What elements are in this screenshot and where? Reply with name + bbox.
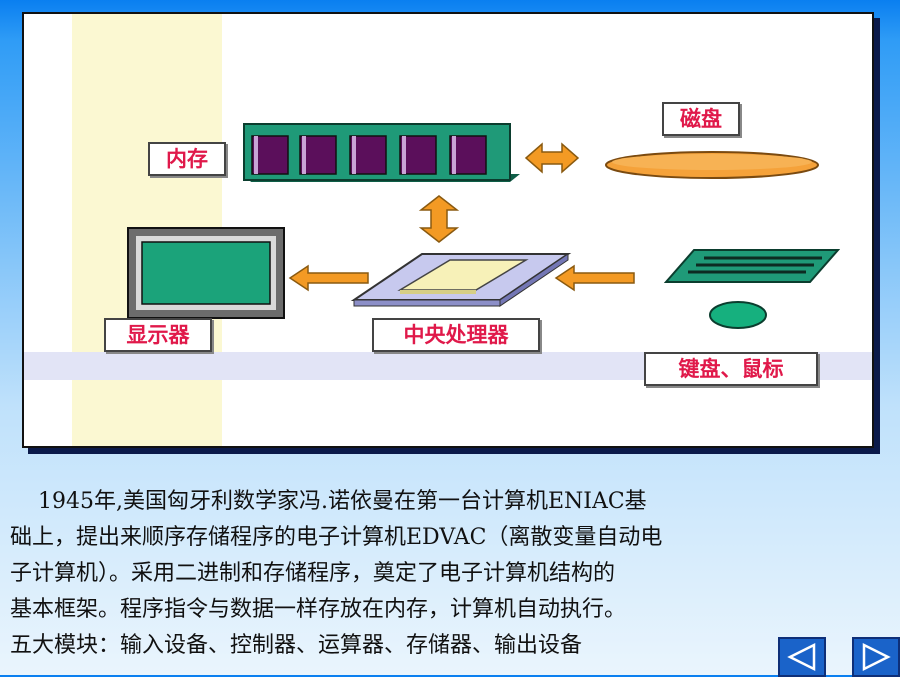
caption-text: 1945年,美国匈牙利数学家冯.诺依曼在第一台计算机ENIAC基础上，提出来顺序…	[10, 484, 870, 664]
caption-line: 五大模块：输入设备、控制器、运算器、存储器、输出设备	[10, 633, 583, 658]
caption-line: 基本框架。程序指令与数据一样存放在内存，计算机自动执行。	[10, 597, 627, 622]
memory-module-icon	[243, 123, 520, 182]
disk-label: 磁盘	[662, 102, 740, 136]
previous-slide-button[interactable]	[778, 637, 826, 677]
caption-line: 础上，提出来顺序存储程序的电子计算机EDVAC（离散变量自动电	[10, 525, 663, 550]
arrow-left-icon	[288, 264, 369, 292]
cpu-chip-icon	[350, 253, 572, 307]
double-arrow-vertical-icon	[418, 195, 460, 243]
diagram-panel: 内存 磁盘 显示器 中央处理器	[22, 12, 874, 448]
triangle-right-icon	[862, 642, 891, 672]
memory-label: 内存	[148, 142, 226, 176]
next-slide-button[interactable]	[852, 637, 900, 677]
input-devices-label: 键盘、鼠标	[644, 352, 818, 386]
triangle-left-icon	[787, 642, 816, 672]
keyboard-icon	[664, 249, 840, 283]
caption-line: 1945年,美国匈牙利数学家冯.诺依曼在第一台计算机ENIAC基	[10, 489, 647, 514]
caption-line: 子计算机）。采用二进制和存储程序，奠定了电子计算机结构的	[10, 561, 616, 586]
mouse-icon	[709, 301, 767, 329]
arrow-left-icon	[554, 264, 635, 292]
monitor-label: 显示器	[104, 318, 212, 352]
cpu-label: 中央处理器	[372, 318, 540, 352]
disk-platter-icon	[605, 151, 819, 179]
double-arrow-horizontal-icon	[524, 142, 580, 174]
monitor-icon	[127, 227, 285, 319]
